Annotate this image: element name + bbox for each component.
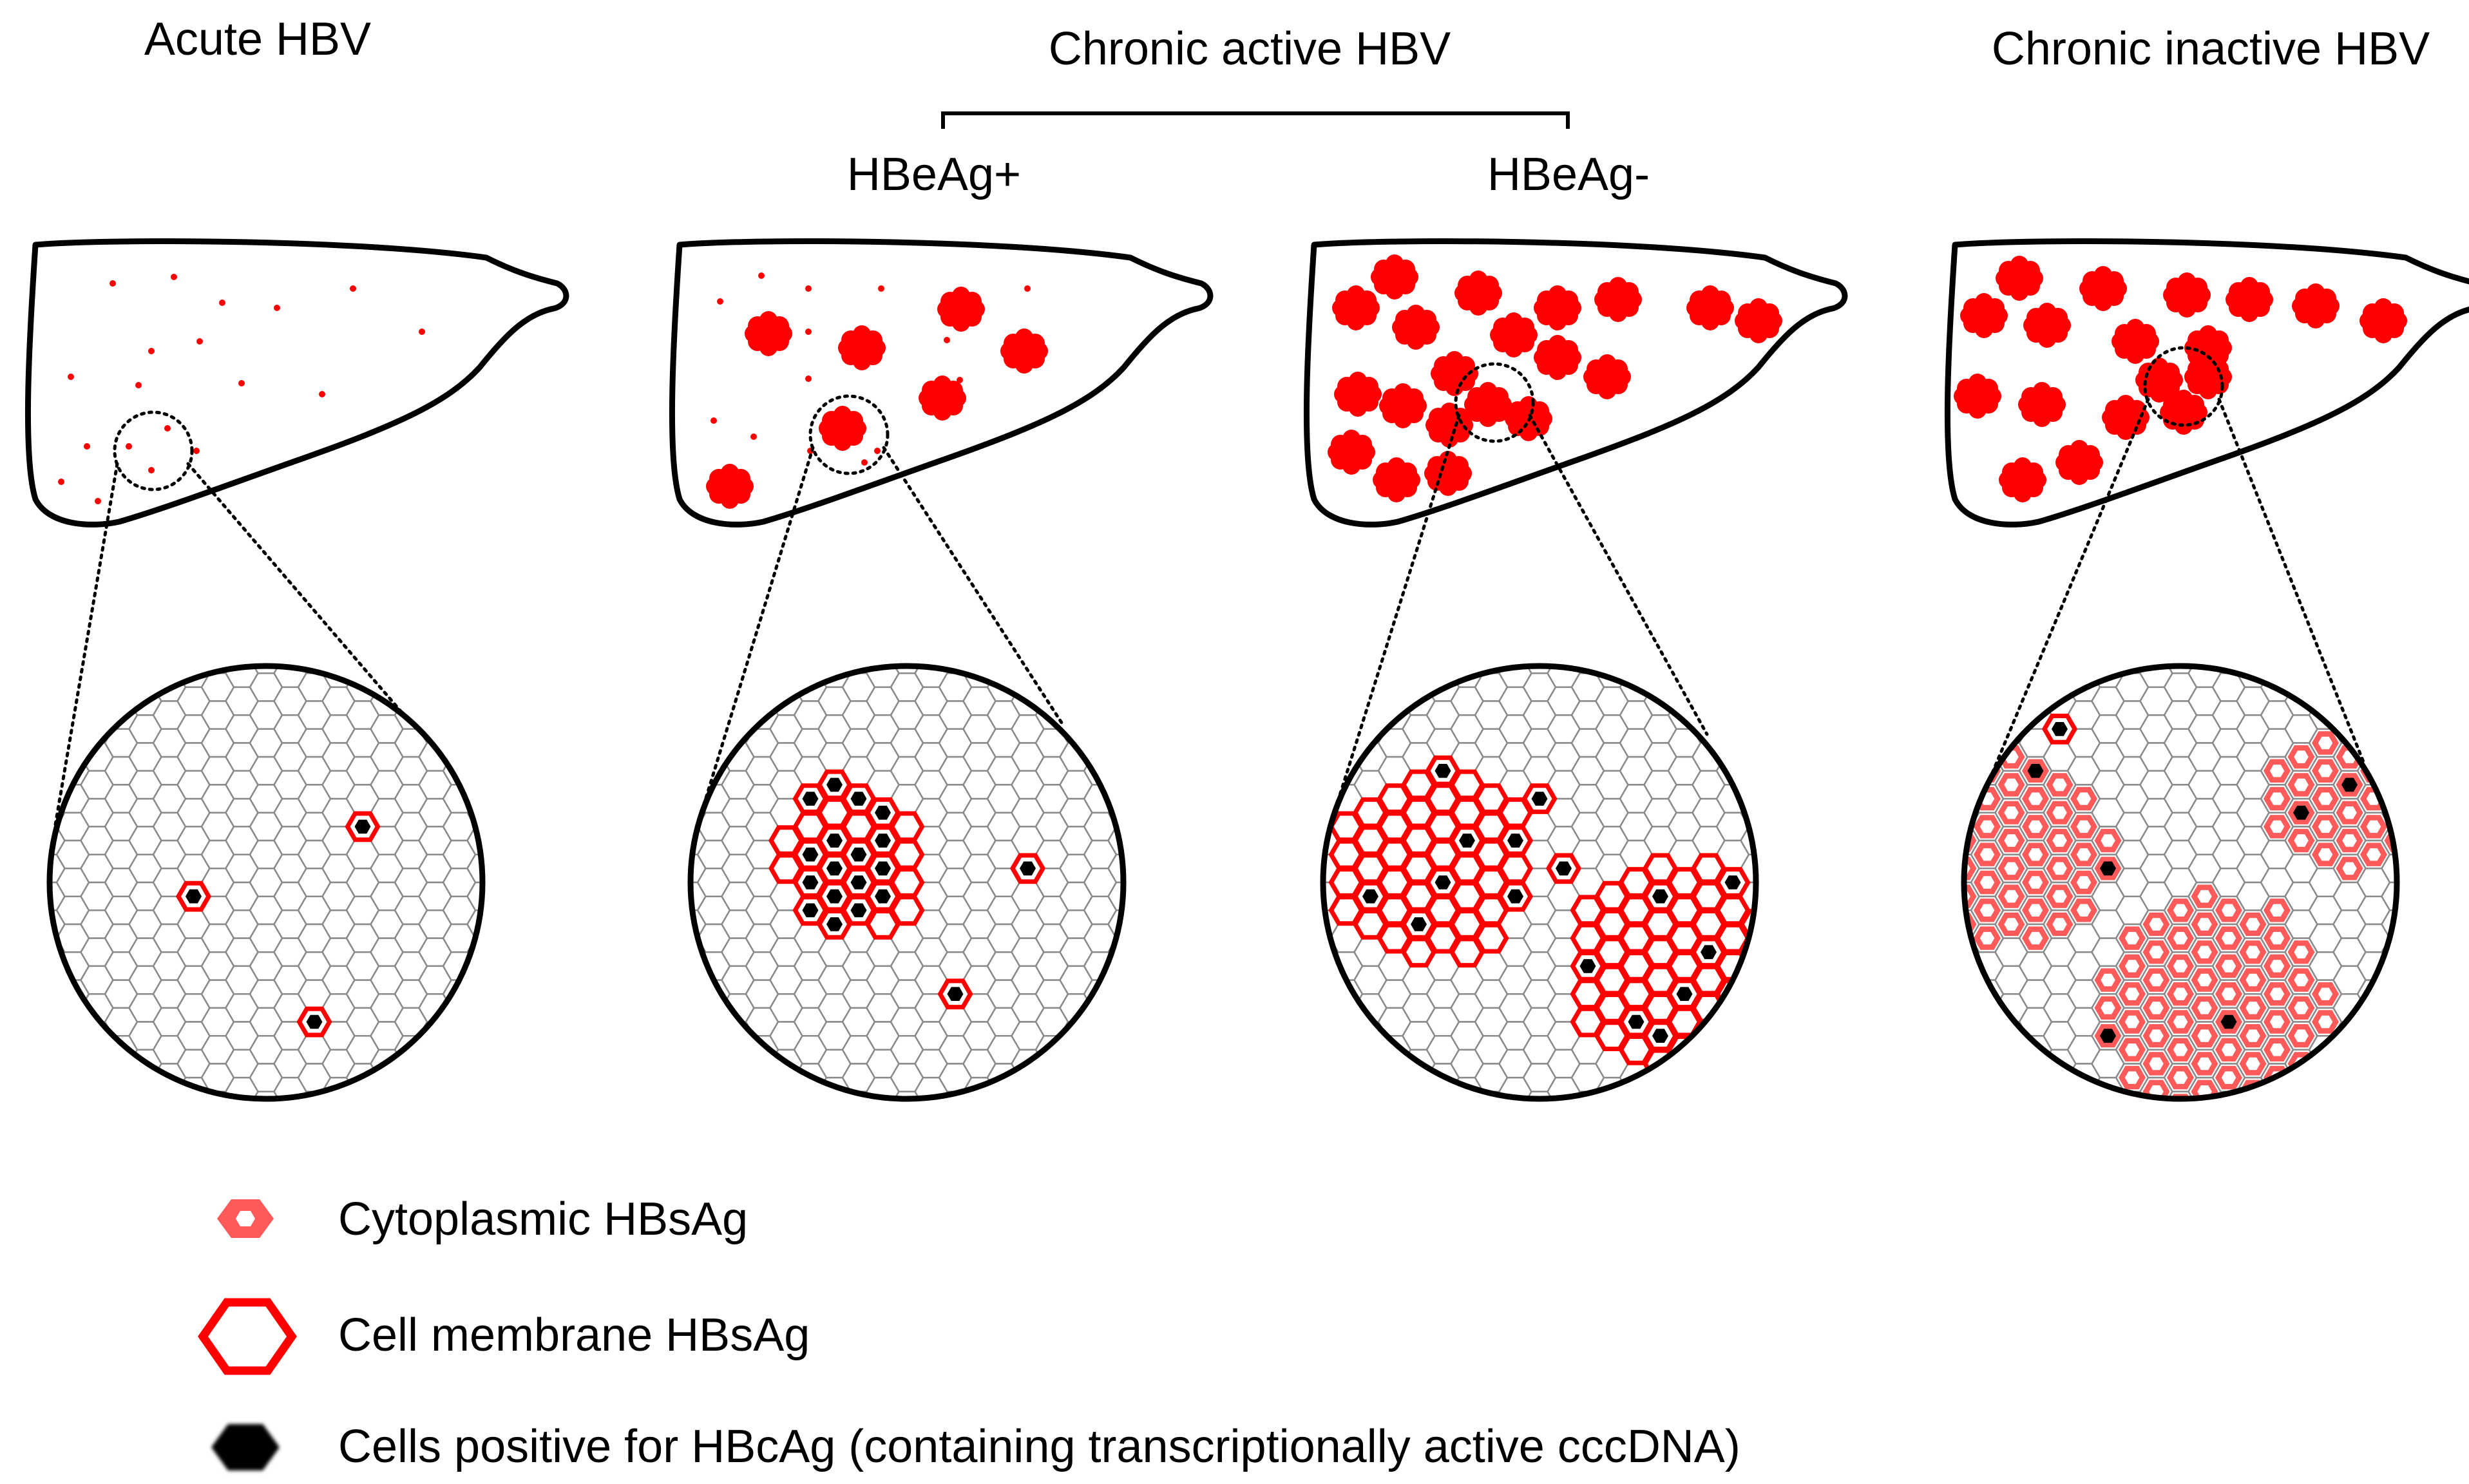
zoom-projection-lines [53,397,2366,826]
red-dot [805,285,812,292]
red-dot [219,300,225,306]
title-chronic-active-hbv: Chronic active HBV [1049,23,1451,75]
red-dot [957,377,963,383]
zoom-region-acute [113,410,194,491]
magnified-chronic-inactive [1961,663,2400,1102]
red-dot [110,280,116,287]
cytoplasmic-hbsag-cells [1964,717,2397,1099]
red-dot [710,417,717,424]
red-dot [58,479,64,485]
liver-acute-dots [58,274,425,504]
zoom-region-chronic-inactive [2143,346,2224,427]
title-acute-hbv: Acute HBV [144,14,371,65]
red-dot [419,328,425,335]
red-dot [196,338,203,345]
liver-hbeag-positive-marks [706,272,1048,509]
red-dot [874,448,881,454]
red-dot [126,443,132,450]
red-dot [350,285,356,292]
red-dot [805,328,812,335]
membrane-hbsag-cells [768,769,1046,1010]
hbcag-positive-cells [186,819,371,1029]
cell-membrane-hbsag-icon [198,1298,297,1375]
chronic-active-bracket [941,111,1570,129]
title-chronic-inactive-hbv: Chronic inactive HBV [1992,23,2430,75]
red-dot [1024,285,1031,292]
red-dot [878,285,884,292]
red-dot [95,498,101,504]
zoom-region-hbeag-negative [1454,362,1535,443]
legend-membrane-label: Cell membrane HBsAg [338,1309,810,1361]
red-dot [861,459,868,466]
legend-cytoplasmic-label: Cytoplasmic HBsAg [338,1194,748,1245]
red-dot [84,443,90,450]
liver-acute [28,242,566,525]
magnified-hbeag-positive [687,663,1127,1102]
red-dot [319,391,325,397]
red-dot [717,298,723,305]
hbcag-positive-cell-icon [211,1424,280,1470]
hbcag-positive-cells [2027,722,2358,1043]
red-dot [135,382,142,388]
magnified-hbeag-negative [1320,663,1759,1102]
red-dot [274,305,280,311]
red-dot [944,337,950,343]
magnified-acute [46,663,486,1102]
red-dot [750,433,757,440]
red-dot [68,374,74,380]
red-dot [805,376,812,382]
subtitle-hbeag-positive: HBeAg+ [847,149,1021,200]
hepatocyte-grid [50,666,482,1099]
red-dot [148,348,155,354]
hbcag-positive-cells [1362,764,1741,1043]
red-dot [164,425,171,432]
subtitle-hbeag-negative: HBeAg- [1487,149,1650,200]
legend-hbcag-label: Cells positive for HBcAg (containing tra… [338,1421,1740,1472]
zoom-region-hbeag-positive [808,394,890,475]
membrane-hbsag-cells [1328,755,1756,1080]
red-dot [171,274,177,280]
red-dot [238,380,245,386]
legend: Cytoplasmic HBsAg Cell membrane HBsAg Ce… [198,1194,1740,1472]
red-dot [148,467,155,473]
red-dot [758,272,765,279]
hbcag-positive-cells [802,777,1036,1001]
red-dot [193,448,200,454]
